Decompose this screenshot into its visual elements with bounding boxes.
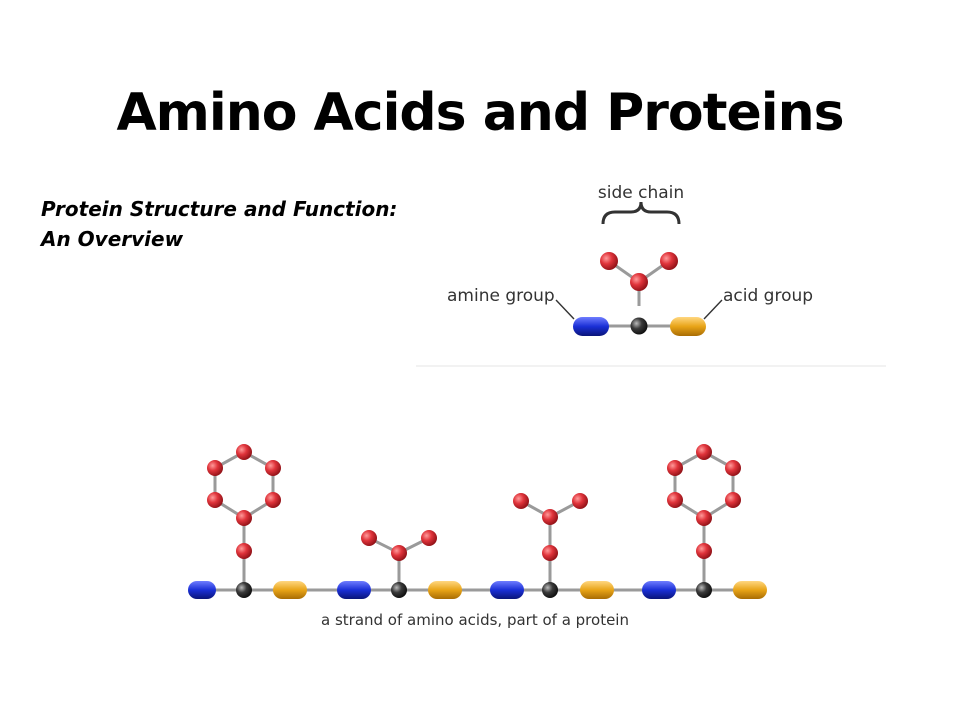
top-pointer-lines [555,299,723,320]
residue-1-side-chain [207,444,281,559]
side-chain-atom [630,273,648,291]
strand-caption: a strand of amino acids, part of a prote… [321,611,629,629]
alpha-carbon-atom [696,582,712,598]
acid-group-capsule [428,581,462,599]
alpha-carbon-atom [236,582,252,598]
amine-group-capsule [642,581,676,599]
side-chain-brace [601,201,681,225]
acid-group-capsule [580,581,614,599]
residue-4-side-chain [667,444,741,559]
acid-group-capsule [670,317,706,336]
amine-group-capsule [490,581,524,599]
slide-title: Amino Acids and Proteins [116,83,844,143]
alpha-carbon-atom [542,582,558,598]
side-chain-label: side chain [598,183,684,203]
acid-group-capsule [733,581,767,599]
subtitle-line-2: An Overview [41,227,184,251]
subtitle-line-1: Protein Structure and Function: [41,197,398,221]
amino-acid-strand-diagram: a strand of amino acids, part of a prote… [188,444,767,629]
amine-group-capsule [188,581,216,599]
side-chain-atom [600,252,618,270]
alpha-carbon-atom [391,582,407,598]
amine-group-label: amine group [447,286,555,306]
residue-2-side-chain [361,530,437,561]
slide-subtitle: Protein Structure and Function: An Overv… [41,194,397,254]
acid-group-capsule [273,581,307,599]
alpha-carbon-atom [630,317,648,335]
top-bonds [596,259,686,328]
side-chain-atom [660,252,678,270]
amine-group-capsule [573,317,609,336]
acid-group-label: acid group [723,286,813,306]
single-amino-acid-diagram: side chain amine group acid group [447,183,813,336]
residue-3-side-chain [513,493,588,561]
amine-group-capsule [337,581,371,599]
